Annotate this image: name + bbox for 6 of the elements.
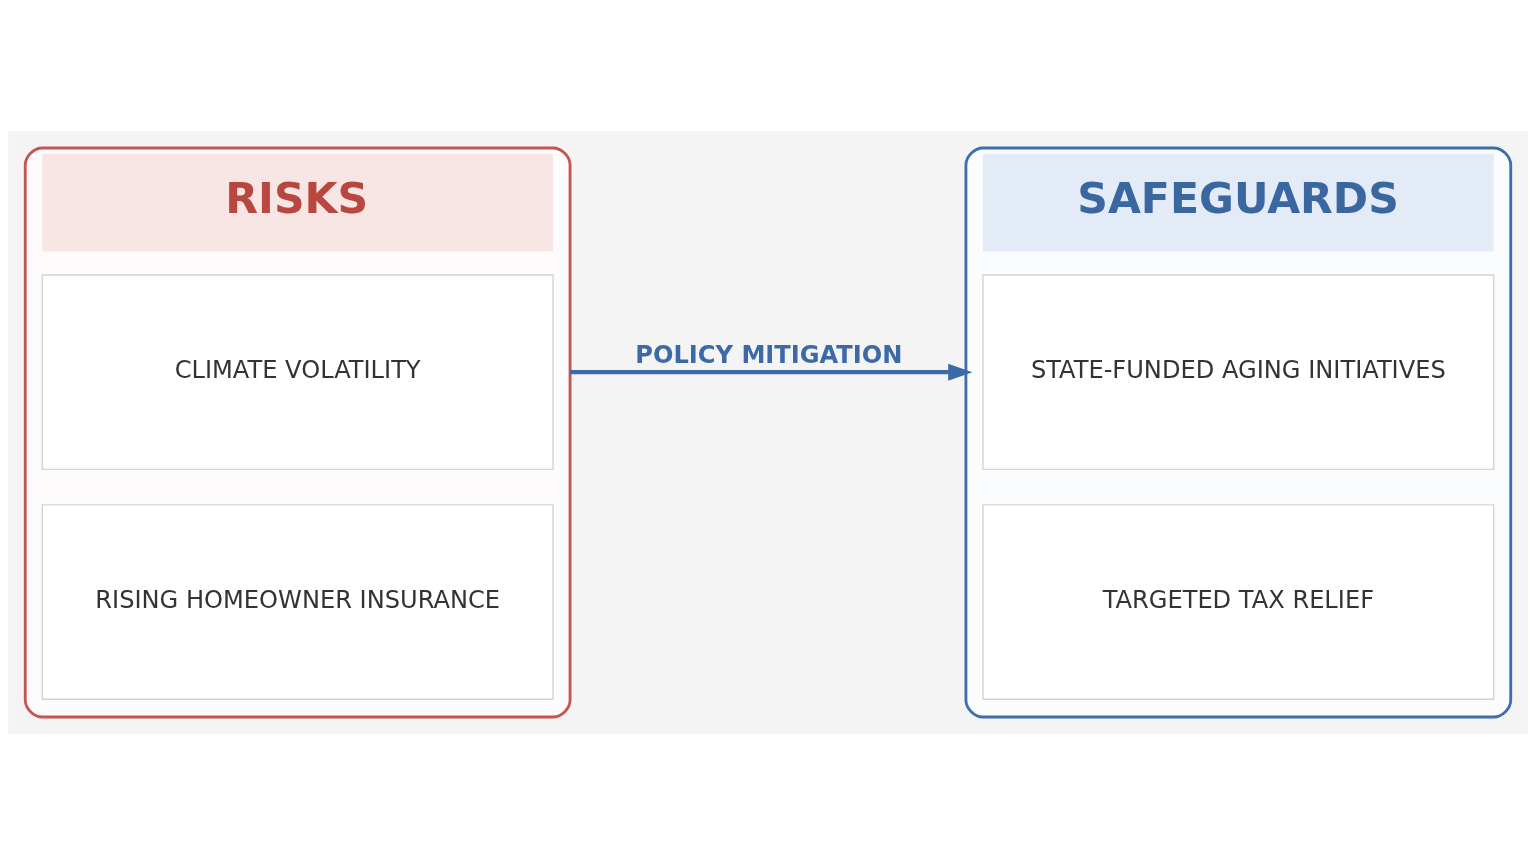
node-box: RISING HOMEOWNER INSURANCE bbox=[41, 503, 554, 700]
node-box: CLIMATE VOLATILITY bbox=[41, 273, 554, 470]
node-box: STATE-FUNDED AGING INITIATIVES bbox=[982, 273, 1495, 470]
edge-label: POLICY MITIGATION bbox=[635, 340, 903, 369]
node-box: TARGETED TAX RELIEF bbox=[982, 503, 1495, 700]
arrow bbox=[570, 363, 973, 381]
